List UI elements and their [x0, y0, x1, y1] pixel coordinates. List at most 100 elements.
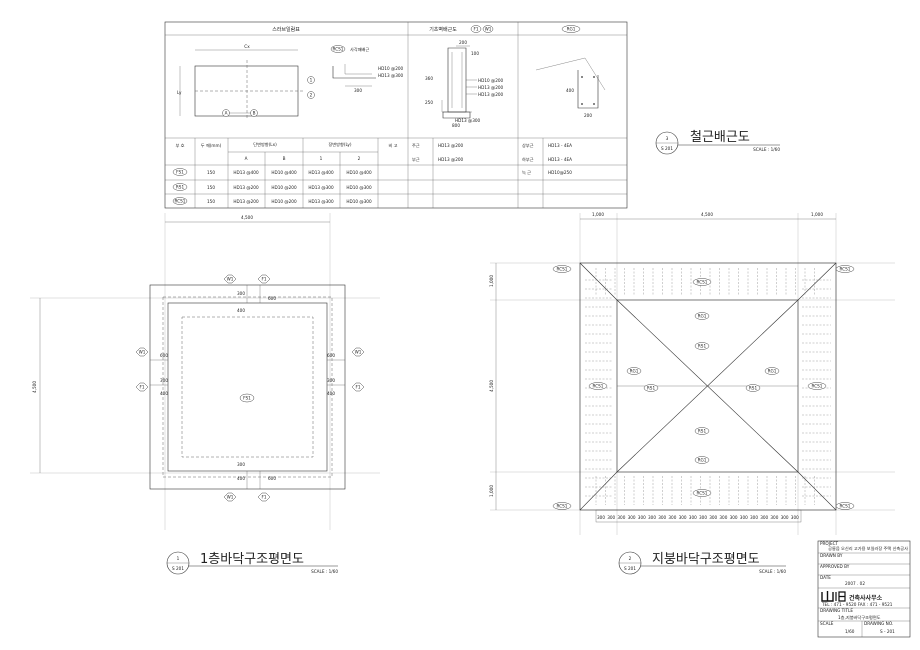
plan1-tag-f1-top: F1: [261, 277, 266, 282]
tb-drawing-title-label: DRAWING TITLE: [820, 608, 853, 613]
rg-row-key: 늑 근: [522, 170, 531, 176]
plan1-dim: 300: [237, 291, 245, 296]
rg-row-key: 상부근: [522, 142, 534, 149]
title-roof-num: 2: [629, 556, 632, 561]
plan1-tag-w1-right: W1: [355, 350, 362, 355]
plan2-corner-tag: RCS1: [557, 504, 568, 509]
svg-text:HD13 @300: HD13 @300: [308, 199, 334, 204]
svg-text:HD10 @400: HD10 @400: [271, 170, 297, 175]
plan2-rg-tag: RG1: [630, 369, 639, 374]
title-rebar-scale: SCALE : 1/60: [753, 147, 780, 152]
schedule-frame: [164, 21, 628, 209]
roof-bottom-dim: 300: [638, 515, 646, 520]
plan2-corner-tag: RCS1: [840, 504, 851, 509]
roof-bottom-dim: 300: [719, 515, 727, 520]
title-roof-plan: 2 S 201 지붕바닥구조평면도 SCALE : 1/60: [618, 551, 786, 575]
firm-logo: [821, 591, 846, 602]
plan1-dim: 300: [160, 378, 168, 383]
roof-bottom-dim: 300: [699, 515, 707, 520]
slab-schedule: 스라브일람표 기초벽배근도 F1 W1 RG1 Cx Ly 1 2 A B: [164, 21, 628, 209]
plan2-edge-tag: RCS1: [697, 491, 708, 496]
roof-bottom-dim: 300: [617, 515, 625, 520]
roof-bottom-dim: 300: [597, 515, 605, 520]
svg-text:HD13 @300: HD13 @300: [308, 185, 334, 190]
title-rebar-sheet: S 201: [661, 146, 673, 151]
svg-text:HD10 @200: HD10 @200: [271, 199, 297, 204]
plan2-rg-tag: RG1: [698, 314, 707, 319]
tb-firm: 건축사사무소: [849, 594, 883, 602]
plan1-dim: 600: [160, 353, 168, 358]
tb-project-label: PROJECT: [820, 541, 839, 546]
wall-rebar-1: HD10 @200: [478, 78, 504, 83]
roof-bottom-dim: 300: [648, 515, 656, 520]
plan2-rs-tag: RS1: [647, 386, 656, 391]
svg-text:150: 150: [207, 199, 215, 204]
roof-bottom-dim: 300: [668, 515, 676, 520]
plan2-corner-tag: RCS1: [840, 267, 851, 272]
roof-bottom-dim: 300: [760, 515, 768, 520]
plan2-rs-tag: RS1: [698, 344, 707, 349]
wall-tag-f1: F1: [473, 27, 478, 32]
plan1-dim: 400: [160, 391, 168, 396]
svg-text:HD10 @300: HD10 @300: [346, 185, 372, 190]
wall-row-val: HD13 @200: [438, 157, 464, 162]
plan1-slab-tag: FS1: [243, 396, 251, 401]
plan1-dim: 400: [237, 476, 245, 481]
roof-bottom-dim: 300: [730, 515, 738, 520]
svg-text:Ly: Ly: [177, 90, 182, 95]
table-row: RS1 150 HD13 @200 HD10 @200 HD13 @300 HD…: [172, 183, 372, 191]
svg-text:HD10 @400: HD10 @400: [346, 170, 372, 175]
wall-row-key: 부근: [412, 157, 420, 163]
plan1-tag-w1-top: W1: [227, 277, 234, 282]
slab-dir-2: 2: [310, 93, 313, 98]
opening-rebar-bot: HD13 @300: [378, 73, 404, 78]
slab-sketch: Cx Ly 1 2 A B: [177, 44, 315, 120]
tb-project: 공릉읍 오신리 고가용 보일러장 주택 신축공사: [828, 545, 908, 552]
wall-dim-200: 200: [459, 40, 467, 45]
plan1-dim: 300: [237, 462, 245, 467]
rg-beam-detail: 400 200: [535, 57, 606, 118]
wall-section-detail: 200 100 360 250 800 HD10 @200 HD13 @200 …: [425, 40, 504, 128]
plan1-tag-w1-bottom: W1: [227, 495, 234, 500]
rg-dim-200: 200: [584, 113, 592, 118]
wall-dim-360: 360: [425, 76, 433, 81]
tb-firm-tel: TEL : 471 - 9520 FAX : 471 - 9521: [821, 602, 893, 607]
slab-cx-label: Cx: [244, 44, 250, 49]
plan1-dim: 600: [268, 476, 276, 481]
svg-text:RS1: RS1: [176, 185, 185, 190]
wall-rebar-2: HD13 @200: [478, 85, 504, 90]
roof-bottom-dim: 300: [781, 515, 789, 520]
svg-text:HD13 @400: HD13 @400: [308, 170, 334, 175]
title-floor1-name: 1층바닥구조평면도: [200, 552, 304, 567]
tb-date: 2007 . 02: [845, 581, 865, 586]
plan2-dim-left: 1,000: [489, 275, 494, 287]
opening-rebar-top: HD10 @200: [378, 66, 404, 71]
plan1-tag-w1-left: W1: [139, 350, 146, 355]
rg-dim-400: 400: [566, 88, 574, 93]
roof-ribs: [585, 268, 831, 505]
plan1-tag-f1-left: F1: [139, 385, 144, 390]
opening-desc: 사각패배근: [350, 46, 369, 53]
title-block: PROJECT 공릉읍 오신리 고가용 보일러장 주택 신축공사 DRAWN B…: [817, 540, 911, 638]
plan2-rg-tag: RG1: [768, 369, 777, 374]
roof-bottom-dim: 300: [658, 515, 666, 520]
title-rebar-num: 3: [666, 136, 669, 141]
title-roof-sheet: S 201: [624, 566, 636, 571]
title-floor1-plan: 1 S 201 1층바닥구조평면도 SCALE : 1/60: [166, 551, 338, 575]
plan2-dim-left: 4,500: [489, 380, 494, 392]
plan2-rg-tag: RG1: [698, 458, 707, 463]
wall-dim-100: 100: [471, 51, 479, 56]
roof-bottom-dim: 300: [679, 515, 687, 520]
title-floor1-scale: SCALE : 1/60: [311, 569, 338, 574]
hdr-code: 부 호: [175, 143, 184, 149]
roof-bottom-dim: 300: [689, 515, 697, 520]
tb-approved-label: APPROVED BY: [820, 564, 850, 569]
plan1-dim-top: 4,500: [241, 215, 253, 220]
title-rebar-name: 철근배근도: [690, 130, 750, 145]
plan2-dim-top: 4,500: [701, 212, 713, 217]
plan-floor1: 4,500 4,500 FS1 W1 F1 W1 F1 W1 F1 W1 F1: [30, 213, 380, 530]
plan-roof: 1,000 4,500 1,000 1,000 4,500 1,000 RCS1…: [489, 212, 895, 535]
sub-2: 2: [358, 156, 361, 161]
slab-dir-b: B: [253, 111, 256, 116]
wall-detail-title: 기초벽배근도: [429, 26, 457, 33]
